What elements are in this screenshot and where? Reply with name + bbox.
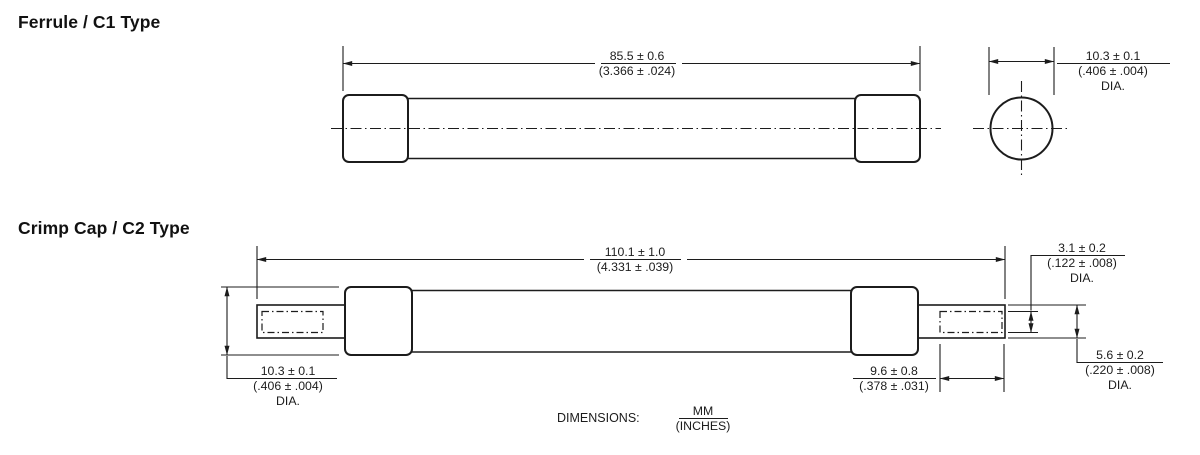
c2-fuse-body — [256, 286, 1006, 356]
c2-pin-extension-lines — [1008, 304, 1086, 339]
section-title-ferrule-c1: Ferrule / C1 Type — [18, 12, 161, 32]
c2-pin-diameter-dimension — [1028, 254, 1125, 333]
units-mm-label: MM — [692, 403, 714, 418]
dim-mm-value: 10.3 ± 0.1 — [1085, 48, 1141, 63]
c2-terminal-diameter-dimension — [1074, 304, 1163, 364]
dim-c2-terminal-diameter: 5.6 ± 0.2 (.220 ± .008) DIA. — [1055, 348, 1185, 393]
dim-dia-suffix: DIA. — [1070, 270, 1094, 285]
dim-mm-value: 110.1 ± 1.0 — [604, 244, 666, 259]
dim-c2-body-diameter: 10.3 ± 0.1 (.406 ± .004) DIA. — [223, 364, 353, 409]
section-title-crimp-cap-c2: Crimp Cap / C2 Type — [18, 218, 190, 238]
dim-c2-pin-length: 9.6 ± 0.8 (.378 ± .031) — [829, 364, 959, 394]
dim-c2-overall-length: 110.1 ± 1.0 (4.331 ± .039) — [570, 245, 700, 275]
dim-in-value: (.122 ± .008) — [1047, 255, 1117, 270]
dim-mm-value: 9.6 ± 0.8 — [870, 363, 918, 378]
dim-dia-suffix: DIA. — [1101, 78, 1125, 93]
dim-in-value: (.378 ± .031) — [859, 378, 929, 393]
c2-body-diameter-dimension — [221, 286, 339, 380]
dimensions-note-label: DIMENSIONS: — [557, 411, 640, 425]
c2-drawing — [221, 246, 1163, 392]
c2-right-pin — [913, 304, 1006, 339]
dim-dia-suffix: DIA. — [1108, 377, 1132, 392]
units-inches-label: (INCHES) — [675, 418, 731, 433]
dim-c1-diameter: 10.3 ± 0.1 (.406 ± .004) DIA. — [1048, 49, 1178, 94]
dim-in-value: (.406 ± .004) — [253, 378, 323, 393]
dim-in-value: (.406 ± .004) — [1078, 63, 1148, 78]
dim-mm-value: 10.3 ± 0.1 — [260, 363, 316, 378]
dim-c2-pin-diameter: 3.1 ± 0.2 (.122 ± .008) DIA. — [1017, 241, 1147, 286]
dim-in-value: (3.366 ± .024) — [598, 63, 676, 78]
c1-fuse-body — [331, 94, 941, 163]
c2-length-dimension — [256, 246, 1006, 299]
dim-in-value: (4.331 ± .039) — [596, 259, 674, 274]
c1-diameter-dimension — [988, 47, 1170, 95]
c2-left-pin-hidden-line — [261, 310, 324, 334]
c1-end-view — [973, 81, 1070, 176]
c1-length-dimension — [342, 46, 921, 91]
dim-mm-value: 85.5 ± 0.6 — [609, 48, 665, 63]
c2-left-crimp-cap — [344, 286, 413, 356]
c2-right-pin-hidden-line — [939, 310, 1003, 334]
c2-pin-length-dimension — [853, 344, 1005, 392]
c2-right-crimp-cap — [850, 286, 919, 356]
dim-in-value: (.220 ± .008) — [1085, 362, 1155, 377]
dim-mm-value: 5.6 ± 0.2 — [1096, 347, 1144, 362]
dim-dia-suffix: DIA. — [276, 393, 300, 408]
c2-tube — [407, 289, 856, 353]
c1-drawing — [331, 46, 1170, 176]
dim-mm-value: 3.1 ± 0.2 — [1058, 240, 1106, 255]
dimensions-units-fraction: MM (INCHES) — [638, 404, 768, 434]
dim-c1-overall-length: 85.5 ± 0.6 (3.366 ± .024) — [572, 49, 702, 79]
